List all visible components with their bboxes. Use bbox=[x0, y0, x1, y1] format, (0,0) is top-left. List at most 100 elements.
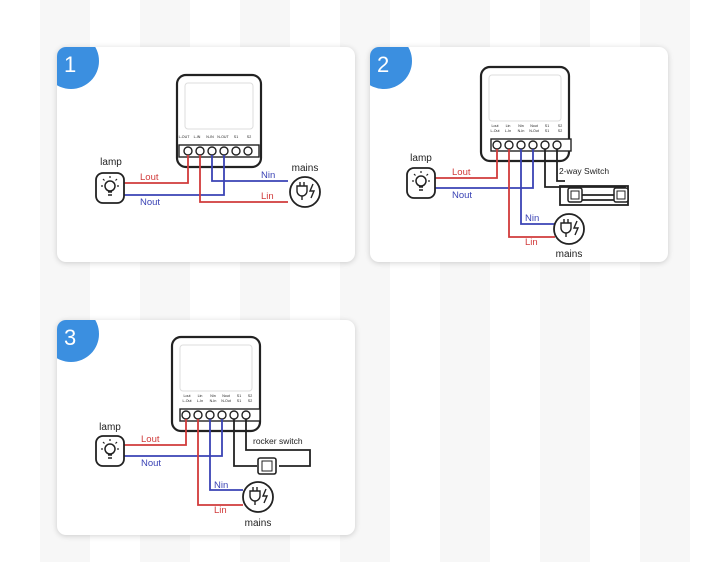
mains-label: mains bbox=[245, 518, 272, 529]
mains-plug-icon bbox=[289, 176, 321, 208]
terminal-label: N-Out bbox=[529, 129, 539, 133]
terminal-screw bbox=[492, 140, 502, 150]
label-nin: Nin bbox=[261, 170, 275, 181]
terminal-label: S1 bbox=[237, 394, 241, 398]
terminal-label: S1 bbox=[545, 129, 549, 133]
terminal-label: L-In bbox=[505, 129, 511, 133]
wiring-diagram-1: L-OUT L-IN N-IN N-OUT S1 S2 Lout Nout Ni… bbox=[95, 73, 321, 208]
lamp-label: lamp bbox=[410, 153, 432, 164]
terminal-label: Lin bbox=[198, 394, 203, 398]
terminal-screw bbox=[241, 410, 251, 420]
terminal-screw bbox=[243, 146, 253, 156]
mains-plug-icon bbox=[553, 213, 585, 245]
label-lout: Lout bbox=[140, 172, 159, 183]
step-badge-1: 1 bbox=[57, 47, 99, 89]
lamp-icon bbox=[95, 435, 125, 467]
terminal-label: Lout bbox=[492, 124, 499, 128]
terminal-screw bbox=[205, 410, 215, 420]
label-lout: Lout bbox=[141, 434, 160, 445]
label-lin: Lin bbox=[525, 237, 538, 248]
terminal-screw bbox=[219, 146, 229, 156]
terminal-label: S2 bbox=[558, 124, 562, 128]
terminal-label: N-In bbox=[210, 399, 217, 403]
wire-nin bbox=[211, 155, 288, 182]
wire-s1 bbox=[233, 419, 257, 467]
terminal-label: Nin bbox=[518, 124, 523, 128]
smart-module bbox=[170, 335, 262, 433]
wire-lin bbox=[197, 419, 243, 506]
wire-lout bbox=[122, 419, 187, 446]
terminal-screw bbox=[231, 146, 241, 156]
mains-label: mains bbox=[556, 249, 583, 260]
label-nin: Nin bbox=[214, 480, 228, 491]
label-nout: Nout bbox=[452, 190, 472, 201]
terminal-label: Nin bbox=[210, 394, 215, 398]
terminal-screw bbox=[552, 140, 562, 150]
wire-s2 bbox=[556, 149, 565, 182]
terminal-label: L-In bbox=[197, 399, 203, 403]
switch-label: 2-way Switch bbox=[559, 166, 609, 176]
terminal-screw bbox=[181, 410, 191, 420]
step-number: 2 bbox=[377, 52, 390, 77]
label-lin: Lin bbox=[261, 191, 274, 202]
smart-module bbox=[175, 73, 263, 169]
terminal-screw bbox=[516, 140, 526, 150]
terminal-label: N-IN bbox=[206, 135, 214, 139]
mains-label: mains bbox=[292, 163, 319, 174]
step-number: 3 bbox=[64, 325, 77, 350]
mains-plug-icon bbox=[242, 481, 274, 513]
label-lin: Lin bbox=[214, 505, 227, 516]
wire-nout bbox=[122, 419, 223, 457]
terminal-label: S2 bbox=[247, 135, 251, 139]
terminal-screw bbox=[229, 410, 239, 420]
terminal-label: L-Out bbox=[491, 129, 500, 133]
terminal-label: S2 bbox=[248, 399, 252, 403]
terminal-label: N-OUT bbox=[217, 135, 229, 139]
diagram-card-2: 2 Lout Lin Nin Nout S1 S2 L-Out L-In N-I… bbox=[370, 47, 668, 262]
terminal-screw bbox=[207, 146, 217, 156]
terminal-label: N-Out bbox=[221, 399, 231, 403]
terminal-screw bbox=[195, 146, 205, 156]
label-lout: Lout bbox=[452, 167, 471, 178]
terminal-label: S2 bbox=[248, 394, 252, 398]
lamp-label: lamp bbox=[100, 157, 122, 168]
wiring-diagram-2: Lout Lin Nin Nout S1 S2 L-Out L-In N-In … bbox=[406, 65, 629, 260]
terminal-label: L-Out bbox=[183, 399, 192, 403]
terminal-screw bbox=[217, 410, 227, 420]
terminal-label: Lout bbox=[184, 394, 191, 398]
terminal-label: N-In bbox=[518, 129, 525, 133]
terminal-screw bbox=[193, 410, 203, 420]
wire-lout bbox=[123, 155, 189, 184]
terminal-screw bbox=[504, 140, 514, 150]
two-way-switch-icon bbox=[567, 187, 629, 203]
wire-nout bbox=[123, 155, 225, 196]
wire-nin bbox=[209, 419, 243, 491]
module-window bbox=[488, 74, 562, 122]
label-nin: Nin bbox=[525, 213, 539, 224]
terminal-screw bbox=[528, 140, 538, 150]
smart-module bbox=[479, 65, 571, 163]
terminal-label: L-OUT bbox=[179, 135, 191, 139]
wire-lout bbox=[435, 149, 498, 179]
terminal-label: S1 bbox=[545, 124, 549, 128]
switch-label: rocker switch bbox=[253, 436, 303, 446]
diagram-card-3: 3 Lout Lin Nin Nout S1 S2 L-Out L-In N-I… bbox=[57, 320, 355, 535]
terminal-label: L-IN bbox=[194, 135, 201, 139]
wiring-diagram-3: Lout Lin Nin Nout S1 S2 L-Out L-In N-In … bbox=[95, 335, 311, 529]
terminal-label: S2 bbox=[558, 129, 562, 133]
terminal-label: S1 bbox=[237, 399, 241, 403]
terminal-label: S1 bbox=[234, 135, 238, 139]
wire-nout bbox=[435, 149, 534, 189]
rocker-switch-icon bbox=[257, 457, 277, 475]
module-window bbox=[179, 344, 253, 392]
wire-nin bbox=[520, 149, 555, 225]
terminal-label: Nout bbox=[222, 394, 230, 398]
module-window bbox=[184, 82, 254, 130]
terminal-label: Nout bbox=[530, 124, 538, 128]
diagram-card-1: 1 L-OUT L-IN N-IN N-OUT S1 S2 Lout No bbox=[57, 47, 355, 262]
lamp-icon bbox=[406, 167, 436, 199]
terminal-screw bbox=[540, 140, 550, 150]
lamp-label: lamp bbox=[99, 422, 121, 433]
lamp-icon bbox=[95, 172, 125, 204]
step-number: 1 bbox=[64, 52, 77, 77]
